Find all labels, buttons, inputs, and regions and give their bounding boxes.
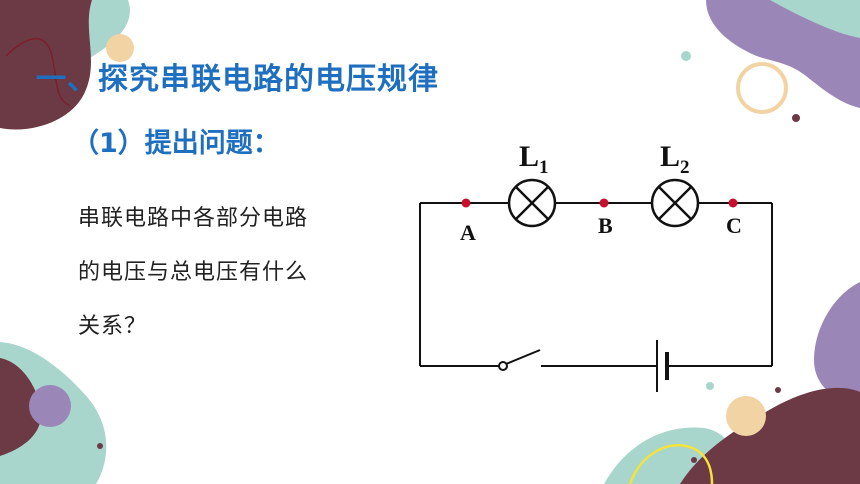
junction-dot-b	[599, 198, 609, 208]
mint-dot-bottom-right	[706, 382, 714, 390]
lamp-l1	[507, 178, 557, 228]
battery	[656, 340, 669, 392]
lamp-l2	[650, 178, 700, 228]
label-point-a: A	[460, 220, 476, 245]
dark-dot-top-right	[792, 114, 800, 122]
slide-title: 一、探究串联电路的电压规律	[36, 62, 439, 97]
label-point-c: C	[726, 213, 742, 238]
switch-blade	[505, 349, 541, 365]
blob-maroon-bottom-right	[680, 387, 860, 484]
label-l1: L1	[519, 140, 549, 178]
switch	[498, 349, 541, 371]
yellow-arc-bottom	[628, 444, 714, 484]
peach-dot-bottom-right	[726, 396, 766, 436]
purple-dot-bottom-left	[29, 385, 71, 427]
label-l1-letter: L	[519, 140, 539, 173]
circuit-wires	[419, 202, 773, 367]
switch-pivot	[498, 361, 508, 371]
question-text: 串联电路中各部分电路 的电压与总电压有什么 关系？	[78, 206, 309, 339]
label-l2: L2	[660, 140, 690, 178]
label-point-b: B	[598, 213, 613, 238]
dark-dot-bottom-left	[97, 443, 103, 449]
label-l2-letter: L	[660, 140, 680, 173]
blob-mint-top-right	[770, 0, 860, 38]
blob-maroon-top-left	[0, 0, 92, 130]
junction-dot-c	[728, 198, 738, 208]
yellow-ring-top-right	[736, 62, 788, 114]
section-subtitle: （1）提出问题：	[72, 128, 280, 159]
label-l1-subscript: 1	[539, 157, 549, 178]
mint-dot-top	[681, 51, 691, 61]
dark-dot-bottom-right	[775, 387, 781, 393]
blob-maroon-bottom-left	[0, 358, 42, 456]
curl-line-top-left	[5, 38, 71, 107]
label-l2-subscript: 2	[680, 157, 690, 178]
dark-dot-bottom-right-2	[691, 457, 697, 463]
blob-purple-top-right	[706, 0, 860, 108]
blob-purple-bottom-right	[814, 282, 860, 404]
peach-dot-top	[106, 34, 134, 62]
junction-dot-a	[461, 198, 471, 208]
